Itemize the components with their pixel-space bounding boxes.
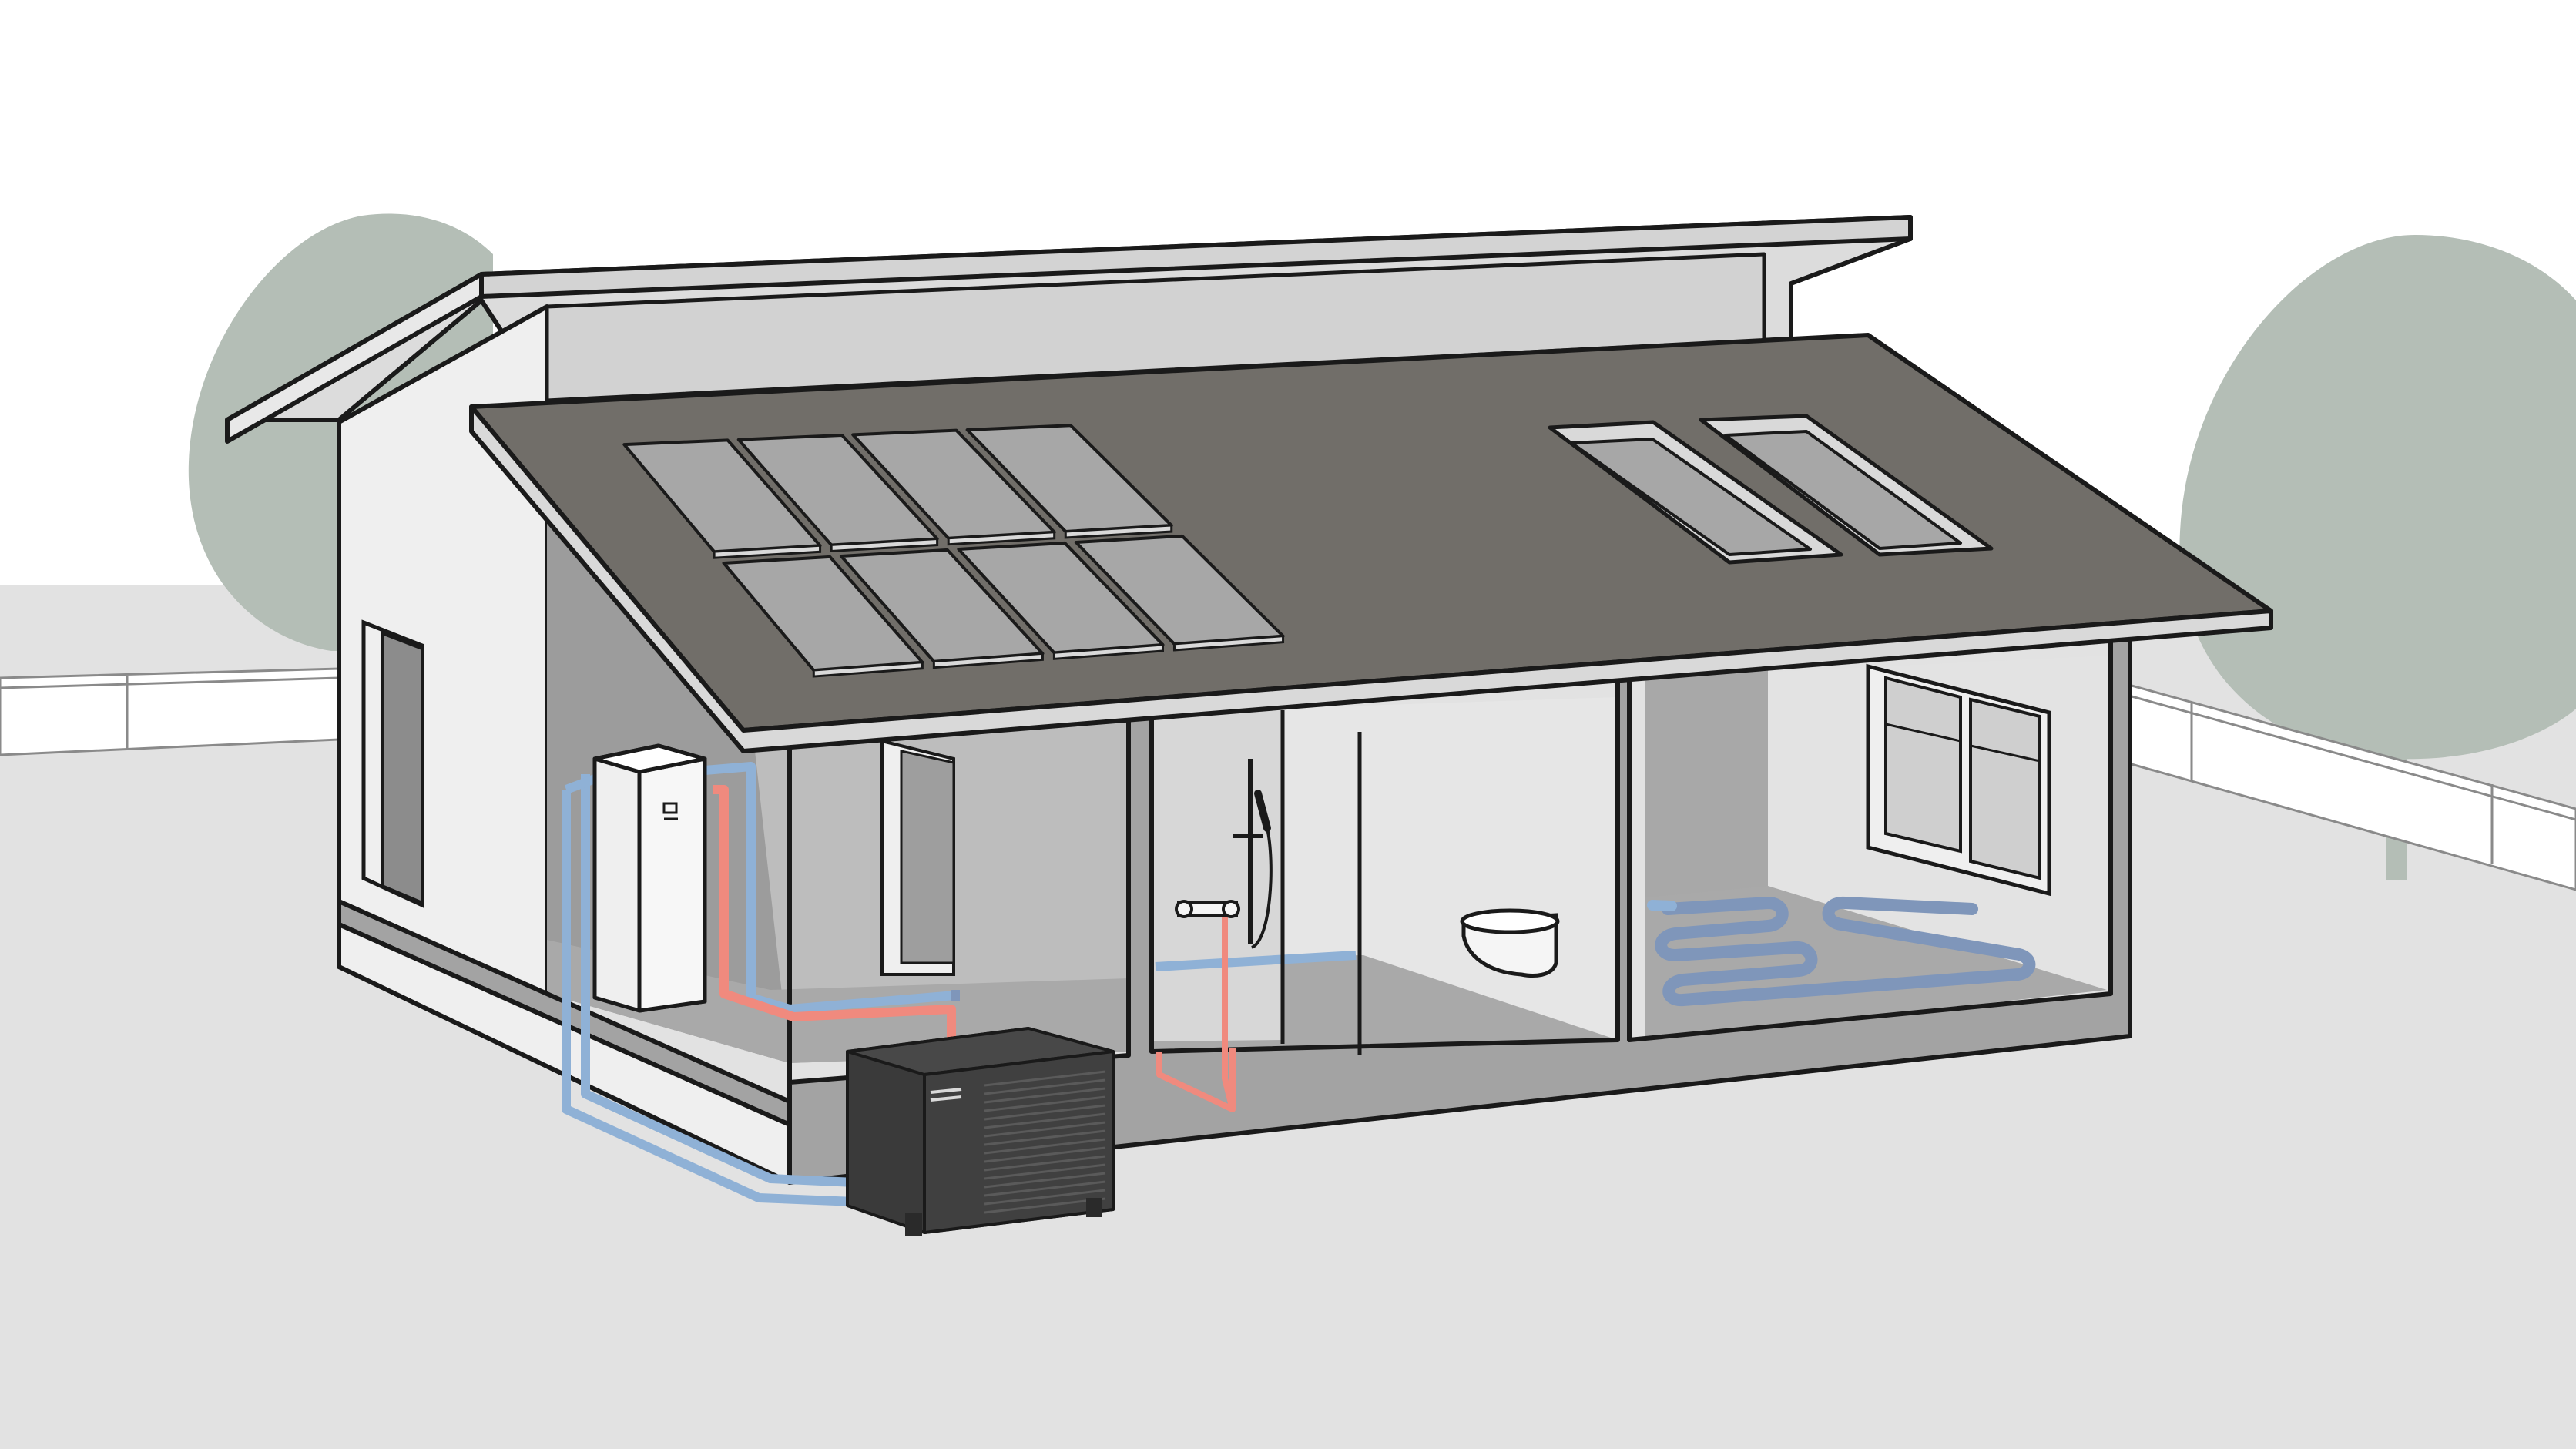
grille-slat [984, 1087, 1106, 1104]
grille-slat [984, 1146, 1106, 1163]
grille-slat [984, 1121, 1106, 1138]
grille-slat [984, 1172, 1106, 1189]
solar-panel-edge [830, 537, 939, 553]
solar-panel-edge [1172, 635, 1285, 652]
wall-toilet [1460, 908, 1560, 978]
cold-pipe-main [562, 790, 856, 1206]
outdoor-unit-grille [984, 1070, 1106, 1214]
bathroom-hot-outlet [1156, 1048, 1236, 1112]
shower-enclosure-wall [1152, 710, 1283, 1041]
room-living-side-wall [1645, 670, 1768, 903]
solar-panels [622, 424, 1285, 678]
underfloor-heating-loop [1655, 897, 2036, 1007]
solar-panel-edge [1064, 524, 1173, 539]
bathroom-cold-pipe [1155, 951, 1357, 971]
shower-head [1254, 790, 1271, 832]
grille-slat [984, 1070, 1106, 1087]
grille-slat [984, 1155, 1106, 1172]
indoor-unit [592, 743, 707, 1013]
outdoor-heat-pump-unit [846, 1027, 1115, 1236]
grille-slat [984, 1138, 1106, 1155]
grille-slat [984, 1078, 1106, 1095]
grille-slat [984, 1129, 1106, 1146]
skylight-2 [1699, 414, 1994, 557]
side-window-left [361, 619, 424, 908]
tree-right-crown [2179, 235, 2576, 760]
solar-panel-edge [947, 531, 1056, 546]
grille-slat [984, 1095, 1106, 1112]
living-room-window [1866, 663, 2051, 897]
indoor-unit-display [662, 802, 678, 814]
grille-slat [984, 1189, 1106, 1206]
roof-skylights [1548, 414, 1994, 565]
grille-slat [984, 1112, 1106, 1129]
shower [1175, 710, 1362, 1055]
shower-hose [1250, 827, 1273, 949]
solar-panel-edge [1052, 643, 1164, 660]
outdoor-unit-badge [930, 1088, 962, 1094]
grille-slat [984, 1197, 1106, 1214]
fence-left [0, 667, 340, 756]
grille-slat [984, 1180, 1106, 1197]
grille-slat [984, 1163, 1106, 1180]
skylight-1 [1548, 420, 1843, 565]
grille-slat [984, 1104, 1106, 1121]
solar-panel-edge [812, 661, 924, 678]
main-roof-edge [469, 404, 2273, 753]
solar-panel-edge [713, 544, 822, 559]
solar-panel-edge [932, 652, 1044, 669]
hot-pipe-main [713, 785, 956, 1038]
